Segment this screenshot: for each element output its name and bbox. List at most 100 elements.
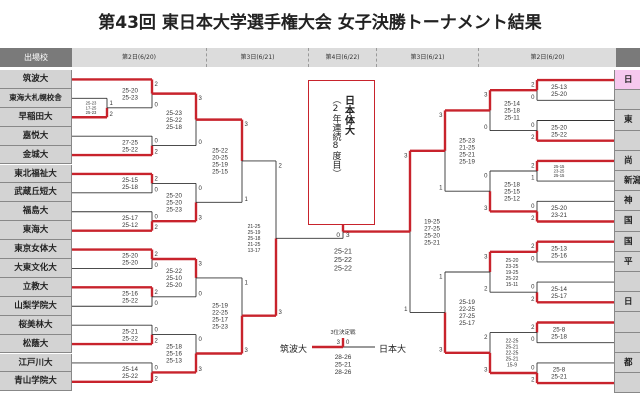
set-score: 25-20	[551, 91, 567, 98]
team-name-left: 青山学院大	[0, 372, 72, 392]
match-score: 2	[155, 339, 159, 345]
set-score: 25-20	[166, 199, 182, 206]
set-score: 25-23	[122, 94, 138, 101]
set-score: 20-25	[212, 155, 228, 162]
match-score: 0	[531, 123, 535, 129]
set-score: 25-17	[122, 215, 138, 222]
set-score: 25-17	[551, 293, 567, 300]
set-score: 17-25	[86, 105, 97, 110]
set-score: 25-18	[504, 181, 520, 188]
match-score: 2	[531, 163, 535, 169]
match-score: 3	[484, 254, 488, 260]
set-score: 25-22	[551, 131, 567, 138]
match-score: 0	[531, 204, 535, 210]
team-name-right: 東	[614, 110, 640, 131]
set-score: 25-12	[504, 195, 520, 202]
team-name-left: 立教大	[0, 277, 72, 297]
set-score: 25-20	[122, 253, 138, 260]
set-score: 23-25	[506, 264, 519, 270]
team-name-right: 日	[614, 70, 640, 91]
match-score: 2	[531, 244, 535, 250]
team-name-left: 桜美林大	[0, 315, 72, 335]
set-score: 25-22	[122, 335, 138, 342]
header-day3-left: 第3日(6/21)	[207, 48, 309, 67]
set-score: 25-19	[459, 158, 475, 165]
team-name-left: 江戸川大	[0, 353, 72, 373]
set-score: 25-15	[554, 173, 565, 178]
set-score: 23-25	[554, 168, 565, 173]
team-name-right	[614, 272, 640, 293]
team-name-left: 松蔭大	[0, 334, 72, 354]
set-score: 25-15	[554, 164, 565, 169]
match-score: 2	[531, 378, 535, 384]
match-score: 1	[245, 197, 249, 203]
team-name-right	[614, 373, 640, 394]
team-name-left: 金城大	[0, 145, 72, 165]
set-score: 25-19	[248, 230, 261, 236]
set-score: 27-25	[122, 139, 138, 146]
set-score: 25-19	[212, 302, 228, 309]
team-name-right	[614, 332, 640, 353]
set-score: 25-22	[506, 276, 519, 282]
set-score: 25-18	[504, 108, 520, 115]
set-score: 19-25	[506, 270, 519, 276]
third-place-set-score: 28-26	[335, 369, 352, 376]
set-score: 25-19	[212, 162, 228, 169]
final-score-left: 0	[336, 232, 340, 239]
set-score: 25-8	[553, 326, 566, 333]
match-score: 2	[484, 287, 488, 293]
set-score: 25-22	[122, 146, 138, 153]
set-score: 25-21	[551, 374, 567, 381]
champion-note: （2年連続8度目）	[330, 95, 341, 178]
match-score: 0	[155, 102, 159, 108]
set-score: 15-9	[507, 363, 517, 369]
header-day4: 第4日(6/22)	[309, 48, 377, 67]
set-score: 25-22	[122, 373, 138, 380]
team-name-left: 東京女体大	[0, 240, 72, 259]
match-score: 3	[404, 153, 408, 159]
match-score: 1	[439, 275, 443, 281]
set-score: 25-17	[212, 316, 228, 323]
set-score: 27-25	[459, 313, 475, 320]
header-teams: 出場校	[0, 48, 72, 67]
match-score: 0	[199, 186, 203, 192]
team-name-right: 国	[614, 231, 640, 252]
set-score: 25-22	[122, 297, 138, 304]
team-name-left: 山梨学院大	[0, 296, 72, 316]
team-name-left: 早稲田大	[0, 107, 72, 127]
team-name-right: 日	[614, 292, 640, 313]
team-name-left: 武蔵丘短大	[0, 183, 72, 203]
set-score: 13-17	[248, 248, 261, 254]
set-score: 25-22	[166, 117, 182, 124]
set-score: 25-10	[166, 275, 182, 282]
match-score: 1	[245, 280, 249, 286]
match-score: 0	[155, 214, 159, 220]
team-name-right: 尚	[614, 150, 640, 171]
team-name-right	[614, 90, 640, 111]
set-score: 25-15	[504, 188, 520, 195]
third-place-score-right: 0	[346, 340, 350, 346]
match-score: 0	[199, 291, 203, 297]
set-score: 25-20	[551, 124, 567, 131]
match-score: 3	[484, 93, 488, 99]
set-score: 25-20	[122, 260, 138, 267]
set-score: 25-21	[506, 357, 519, 363]
match-score: 0	[531, 256, 535, 262]
set-score: 25-20	[551, 205, 567, 212]
team-name-left: 東海大	[0, 221, 72, 241]
match-score: 3	[199, 216, 203, 222]
set-score: 25-13	[551, 245, 567, 252]
match-score: 0	[155, 263, 159, 269]
match-score: 3	[484, 368, 488, 374]
set-score: 25-21	[122, 328, 138, 335]
set-score: 25-23	[166, 110, 182, 117]
set-score: 15-11	[506, 282, 519, 288]
match-score: 0	[199, 337, 203, 343]
set-score: 25-21	[506, 345, 519, 351]
set-score: 25-14	[551, 286, 567, 293]
match-score: 0	[484, 125, 488, 131]
set-score: 25-12	[122, 222, 138, 229]
set-score: 23-21	[551, 212, 567, 219]
match-score: 0	[531, 95, 535, 101]
set-score: 25-20	[506, 258, 519, 264]
